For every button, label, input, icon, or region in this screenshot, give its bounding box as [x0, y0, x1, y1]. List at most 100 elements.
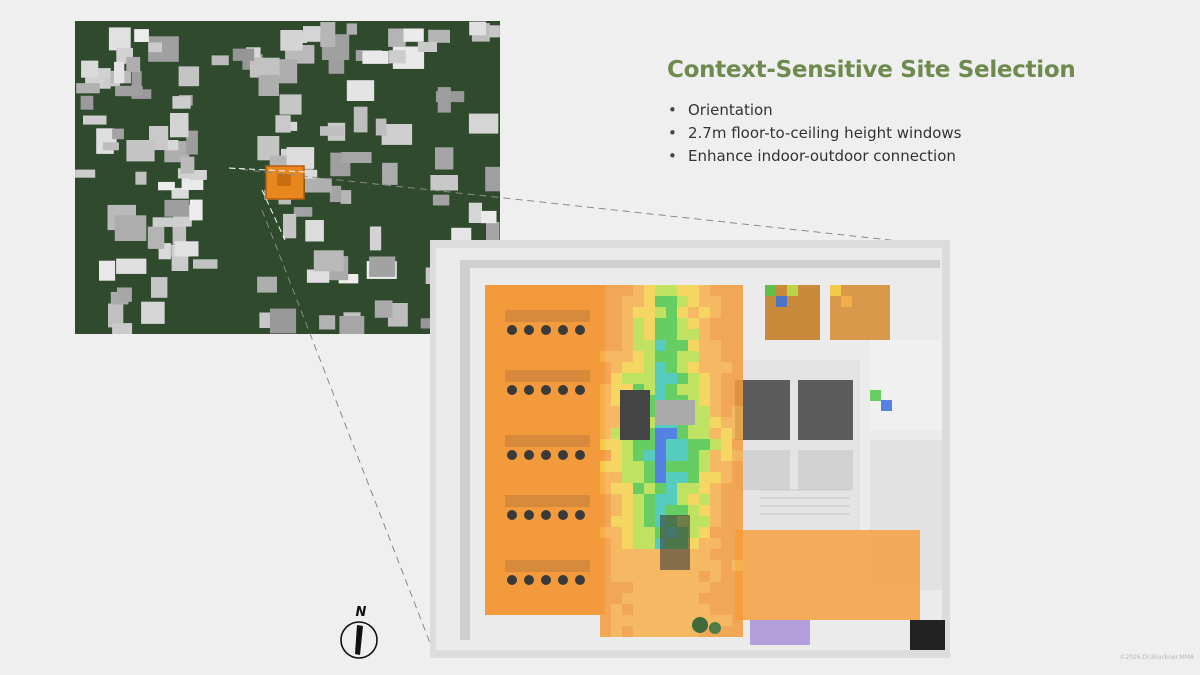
heatmap-cell — [732, 604, 743, 615]
heatmap-cell — [677, 626, 688, 637]
feature-item-windows: 2.7m floor-to-ceiling height windows — [668, 122, 962, 145]
heatmap-cell — [644, 450, 655, 461]
building-block — [189, 199, 203, 221]
heatmap-cell — [633, 318, 644, 329]
heatmap-cell — [622, 505, 633, 516]
heatmap-cell — [655, 593, 666, 604]
heatmap-cell — [622, 329, 633, 340]
compass-label: N — [356, 605, 367, 620]
heatmap-cell — [644, 351, 655, 362]
heatmap-cell — [699, 318, 710, 329]
heatmap-cell — [699, 527, 710, 538]
heatmap-cell — [666, 604, 677, 615]
heatmap-cell — [611, 428, 622, 439]
heatmap-cell — [622, 560, 633, 571]
heatmap-cell — [677, 615, 688, 626]
heatmap-cell — [699, 362, 710, 373]
heatmap-cell — [688, 593, 699, 604]
heatmap-cell — [732, 296, 743, 307]
building-block — [257, 136, 280, 161]
chair — [541, 510, 551, 520]
chair — [524, 385, 534, 395]
heatmap-cell — [688, 318, 699, 329]
building-block — [147, 226, 165, 249]
heatmap-cell — [732, 461, 743, 472]
heatmap-cell — [655, 329, 666, 340]
building-block — [83, 115, 107, 125]
heatmap-cell — [644, 538, 655, 549]
building-block — [346, 80, 375, 101]
heatmap-cell — [688, 329, 699, 340]
heatmap-cell — [666, 615, 677, 626]
heatmap-cell — [666, 329, 677, 340]
heatmap-cell — [666, 285, 677, 296]
heatmap-cell — [881, 400, 892, 411]
heatmap-cell — [721, 461, 732, 472]
heatmap-cell — [611, 296, 622, 307]
heatmap-cell — [710, 329, 721, 340]
heatmap-cell — [699, 406, 710, 417]
heatmap-cell — [622, 450, 633, 461]
heatmap-cell — [688, 582, 699, 593]
building-block — [249, 57, 280, 78]
building-block — [387, 303, 408, 327]
heatmap-cell — [732, 472, 743, 483]
heatmap-cell — [688, 307, 699, 318]
building-block — [489, 25, 500, 38]
building-block — [76, 83, 100, 94]
heatmap-cell — [622, 593, 633, 604]
chair — [507, 510, 517, 520]
heatmap-cell — [611, 373, 622, 384]
heatmap-cell — [677, 384, 688, 395]
building-block — [279, 94, 302, 115]
building-block — [486, 221, 500, 243]
heatmap-cell — [611, 351, 622, 362]
floor-plan-svg — [430, 240, 950, 658]
heatmap-cell — [655, 307, 666, 318]
heatmap-cell — [655, 571, 666, 582]
heatmap-cell — [710, 362, 721, 373]
building-block — [99, 260, 116, 281]
building-block — [270, 308, 297, 334]
building-block — [134, 29, 149, 42]
heatmap-cell — [699, 428, 710, 439]
building-block — [174, 241, 199, 257]
building-block — [388, 50, 406, 64]
building-block — [280, 30, 303, 51]
heatmap-cell — [611, 384, 622, 395]
heatmap-cell — [699, 395, 710, 406]
heatmap-cell — [666, 428, 677, 439]
heatmap-cell — [622, 604, 633, 615]
heatmap-cell — [633, 296, 644, 307]
heatmap-cell — [721, 329, 732, 340]
heatmap-cell — [666, 340, 677, 351]
heatmap-cell — [644, 384, 655, 395]
heatmap-cell — [622, 582, 633, 593]
heatmap-cell — [666, 307, 677, 318]
building-block — [193, 259, 218, 269]
heatmap-cell — [633, 593, 644, 604]
heatmap-cell — [600, 604, 611, 615]
building-block — [80, 95, 94, 110]
heatmap-cell — [721, 582, 732, 593]
heatmap-cell — [644, 296, 655, 307]
heatmap-cell — [600, 439, 611, 450]
heatmap-cell — [677, 593, 688, 604]
heatmap-cell — [611, 538, 622, 549]
heatmap-cell — [611, 494, 622, 505]
heatmap-cell — [699, 461, 710, 472]
heatmap-cell — [688, 373, 699, 384]
heatmap-cell — [611, 406, 622, 417]
heatmap-cell — [732, 362, 743, 373]
heatmap-cell — [710, 494, 721, 505]
heatmap-cell — [699, 483, 710, 494]
desk-row — [505, 435, 590, 447]
building-block — [170, 113, 189, 138]
building-block — [178, 66, 200, 87]
chair — [575, 575, 585, 585]
building-block — [329, 185, 342, 203]
building-block — [468, 202, 482, 223]
heatmap-cell — [710, 340, 721, 351]
heatmap-cell — [688, 494, 699, 505]
heatmap-cell — [677, 483, 688, 494]
